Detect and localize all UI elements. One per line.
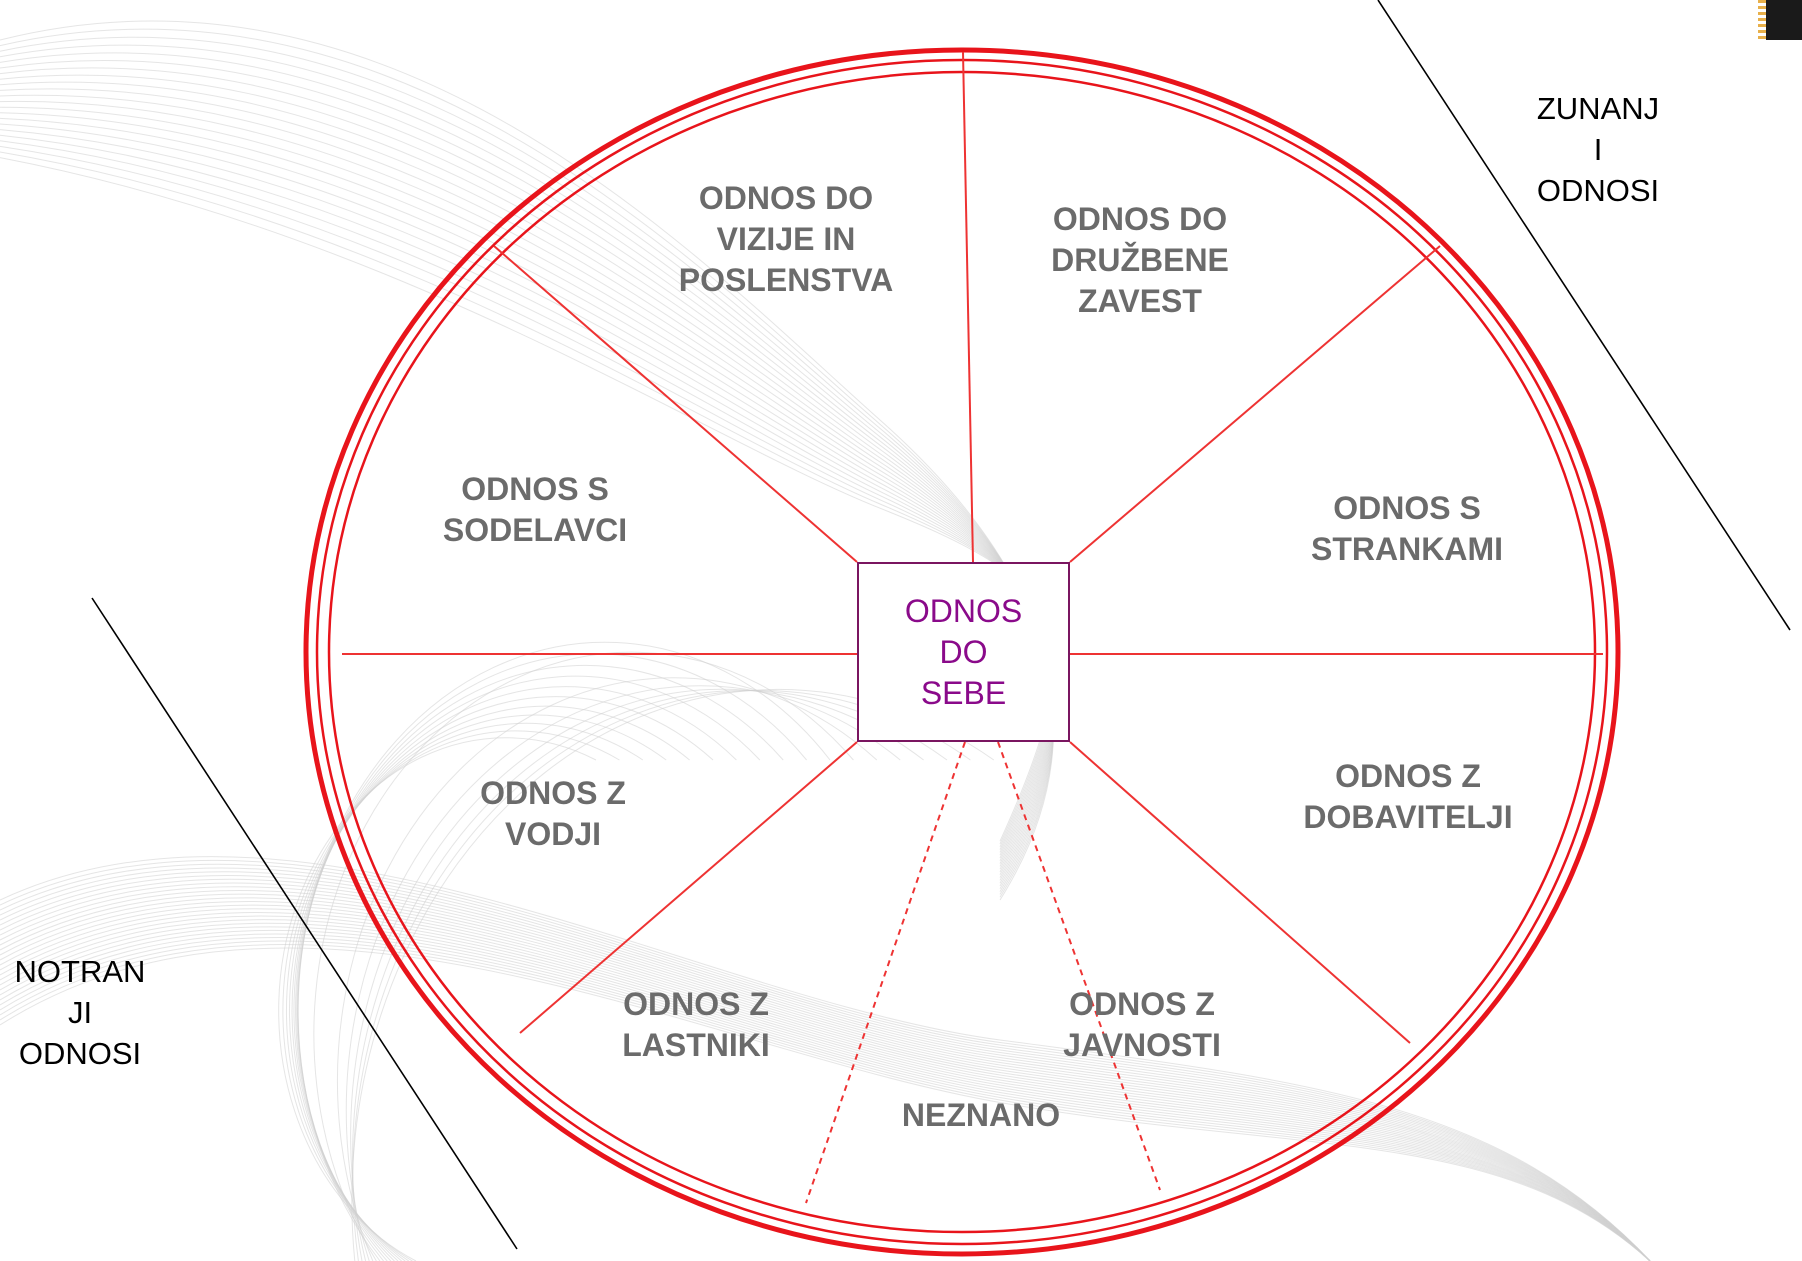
logo-stripe-icon [1758, 0, 1766, 40]
spoke-top [962, 51, 974, 563]
segment-label-vizija: ODNOS DO VIZIJE IN POSLENSTVA [678, 180, 894, 298]
spoke-dashed-left [805, 741, 966, 1204]
segment-label-vodja: ODNOS Z VODJI [480, 775, 626, 852]
center-label: ODNOS DO SEBE [904, 592, 1023, 711]
spoke-top-left [493, 245, 858, 563]
outer-ring [303, 47, 1621, 1257]
middle-ring [315, 58, 1609, 1246]
spoke-bottom-right [1069, 741, 1411, 1044]
segment-label-sodelavci: ODNOS S SODELAVCI [442, 471, 628, 548]
internal-relations-label: NOTRAN JI ODNOSI [14, 954, 146, 1071]
segment-label-druzbena: ODNOS DO DRUŽBENE ZAVEST [1051, 201, 1229, 319]
inner-ring [327, 70, 1597, 1234]
segment-label-neznano: NEZNANO [901, 1097, 1061, 1133]
segment-label-stranke: ODNOS S STRANKAMI [1311, 490, 1503, 567]
spoke-bottom-left [519, 741, 858, 1034]
external-relations-label: ZUNANJ I ODNOSI [1536, 91, 1660, 208]
internal-divider-line [91, 597, 518, 1250]
segment-label-dobavitelji: ODNOS Z DOBAVITELJI [1303, 758, 1513, 835]
segment-label-lastniki: ODNOS Z LASTNIKI [622, 986, 770, 1063]
spoke-dashed-right [997, 741, 1161, 1191]
spoke-top-right [1069, 245, 1441, 563]
external-divider-line [1377, 0, 1791, 631]
corner-logo-icon [1766, 0, 1802, 40]
center-box: ODNOS DO SEBE [857, 562, 1070, 742]
segment-label-javnost: ODNOS Z JAVNOSTI [1063, 986, 1221, 1063]
